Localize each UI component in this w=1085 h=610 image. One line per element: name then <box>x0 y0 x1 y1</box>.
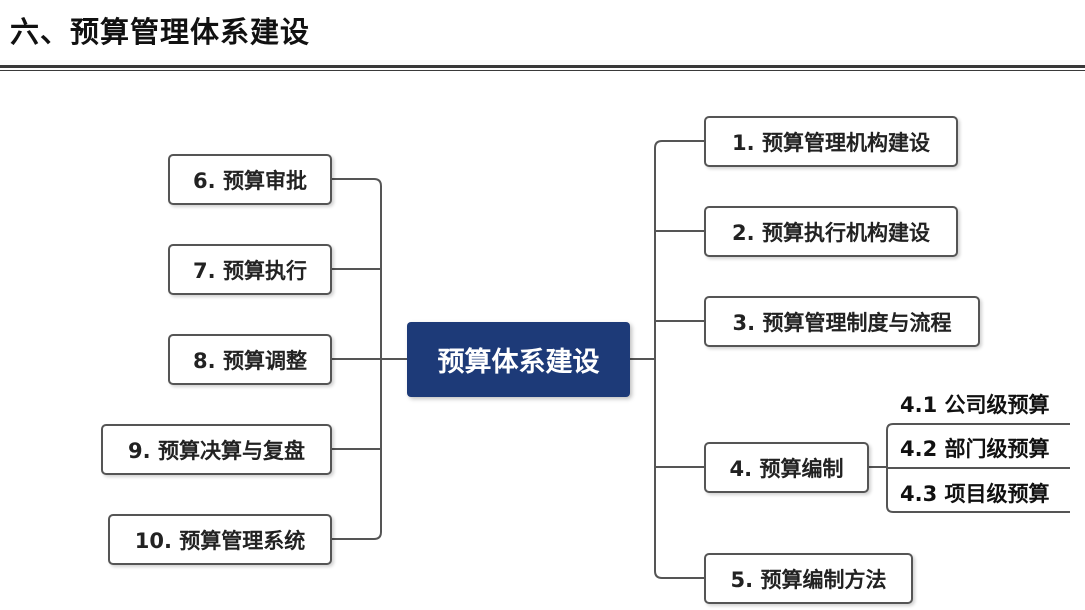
sub-item-project-budget: 4.3 项目级预算 <box>900 482 1050 506</box>
node-budget-adjustment: 8. 预算调整 <box>168 334 332 385</box>
node-budget-final-accounts: 9. 预算决算与复盘 <box>101 424 332 475</box>
node-budget-approval: 6. 预算审批 <box>168 154 332 205</box>
node-execution-org: 2. 预算执行机构建设 <box>704 206 958 257</box>
node-budget-execution: 7. 预算执行 <box>168 244 332 295</box>
center-node: 预算体系建设 <box>407 322 630 397</box>
node-budget-preparation: 4. 预算编制 <box>704 442 869 493</box>
sub-item-department-budget: 4.2 部门级预算 <box>900 437 1050 461</box>
node-preparation-methods: 5. 预算编制方法 <box>704 553 913 604</box>
title-divider <box>0 65 1085 68</box>
node-budget-system: 10. 预算管理系统 <box>108 514 332 565</box>
title-divider-thin <box>0 70 1085 71</box>
page-title: 六、预算管理体系建设 <box>10 15 311 49</box>
node-management-org: 1. 预算管理机构建设 <box>704 116 958 167</box>
sub-item-company-budget: 4.1 公司级预算 <box>900 393 1050 417</box>
node-rules-process: 3. 预算管理制度与流程 <box>704 296 980 347</box>
right-trunk <box>654 140 704 579</box>
